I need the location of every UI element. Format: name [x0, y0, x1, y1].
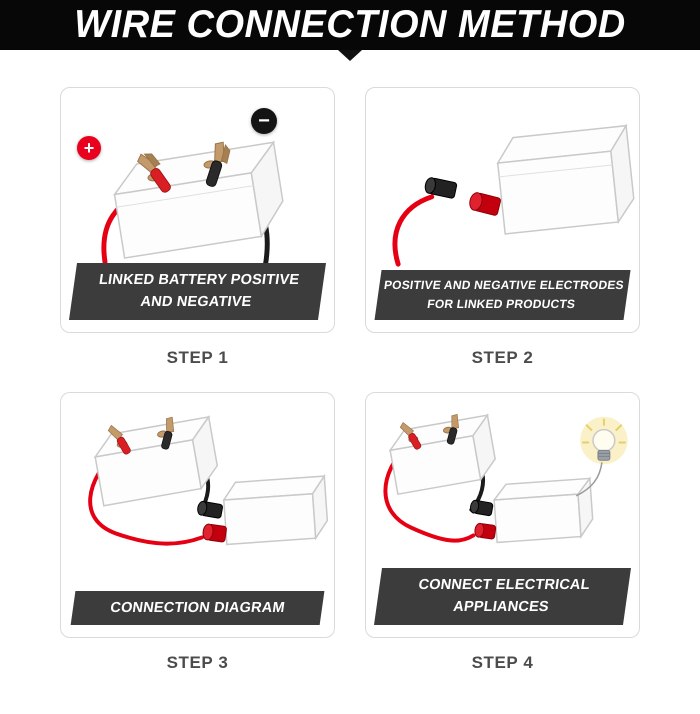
step-2-illustration — [366, 88, 639, 272]
caption-line: CONNECT ELECTRICAL — [417, 577, 591, 594]
step-3-cell: CONNECTION DIAGRAM STEP 3 — [60, 392, 335, 673]
black-plug-icon — [424, 177, 458, 199]
step-1-panel: + − LINKED BATTERY POSITIVE AND NEGATIVE — [60, 87, 335, 333]
step-3-label: STEP 3 — [166, 653, 229, 672]
caption-line: CONNECTION DIAGRAM — [109, 599, 286, 616]
red-clamp-icon — [399, 421, 422, 450]
battery-with-clamps-drawing — [101, 140, 284, 269]
step-2-caption: POSITIVE AND NEGATIVE ELECTRODES FOR LIN… — [374, 269, 631, 320]
red-connector-icon — [474, 522, 497, 540]
caption-line: AND NEGATIVE — [139, 294, 253, 311]
step-4-cell: CONNECT ELECTRICAL APPLIANCES STEP 4 — [365, 392, 640, 673]
black-connector-icon — [470, 499, 494, 517]
black-clamp-icon — [446, 413, 460, 445]
red-electrode-icon — [469, 192, 501, 216]
step-1-label: STEP 1 — [166, 348, 229, 367]
step-4-label: STEP 4 — [471, 653, 534, 672]
step-2-panel: POSITIVE AND NEGATIVE ELECTRODES FOR LIN… — [365, 87, 640, 333]
product-electrodes-drawing — [392, 123, 635, 267]
page-title: WIRE CONNECTION METHOD — [74, 3, 626, 46]
step-4-panel: CONNECT ELECTRICAL APPLIANCES — [365, 392, 640, 638]
step-1-caption: LINKED BATTERY POSITIVE AND NEGATIVE — [68, 263, 327, 320]
caption-line: POSITIVE AND NEGATIVE ELECTRODES — [383, 277, 625, 292]
caption-line: APPLIANCES — [452, 599, 550, 616]
connect-appliances-drawing — [383, 413, 628, 544]
step-1-illustration — [61, 88, 334, 272]
step-3-caption: CONNECTION DIAGRAM — [70, 590, 325, 625]
steps-grid: + − LINKED BATTERY POSITIVE AND NEGATIVE… — [60, 87, 640, 673]
step-3-illustration — [61, 393, 334, 577]
caption-line: LINKED BATTERY POSITIVE — [97, 272, 301, 289]
step-1-cell: + − LINKED BATTERY POSITIVE AND NEGATIVE… — [60, 87, 335, 368]
black-clamp-icon — [161, 416, 175, 450]
negative-terminal-icon: − — [251, 108, 277, 134]
black-clamp-icon — [205, 141, 231, 187]
light-bulb-icon — [582, 418, 626, 461]
red-clamp-icon — [107, 424, 131, 455]
header-banner: WIRE CONNECTION METHOD — [0, 0, 700, 50]
black-connector-icon — [197, 500, 223, 519]
step-4-illustration — [366, 393, 639, 577]
step-2-cell: POSITIVE AND NEGATIVE ELECTRODES FOR LIN… — [365, 87, 640, 368]
step-4-caption: CONNECT ELECTRICAL APPLIANCES — [373, 568, 632, 625]
red-clamp-icon — [137, 153, 171, 193]
step-2-label: STEP 2 — [471, 348, 534, 367]
red-connector-icon — [202, 523, 227, 543]
down-arrow-icon — [338, 50, 362, 61]
connection-diagram-drawing — [88, 415, 329, 546]
positive-terminal-icon: + — [77, 136, 101, 160]
step-3-panel: CONNECTION DIAGRAM — [60, 392, 335, 638]
caption-line: FOR LINKED PRODUCTS — [426, 296, 577, 311]
